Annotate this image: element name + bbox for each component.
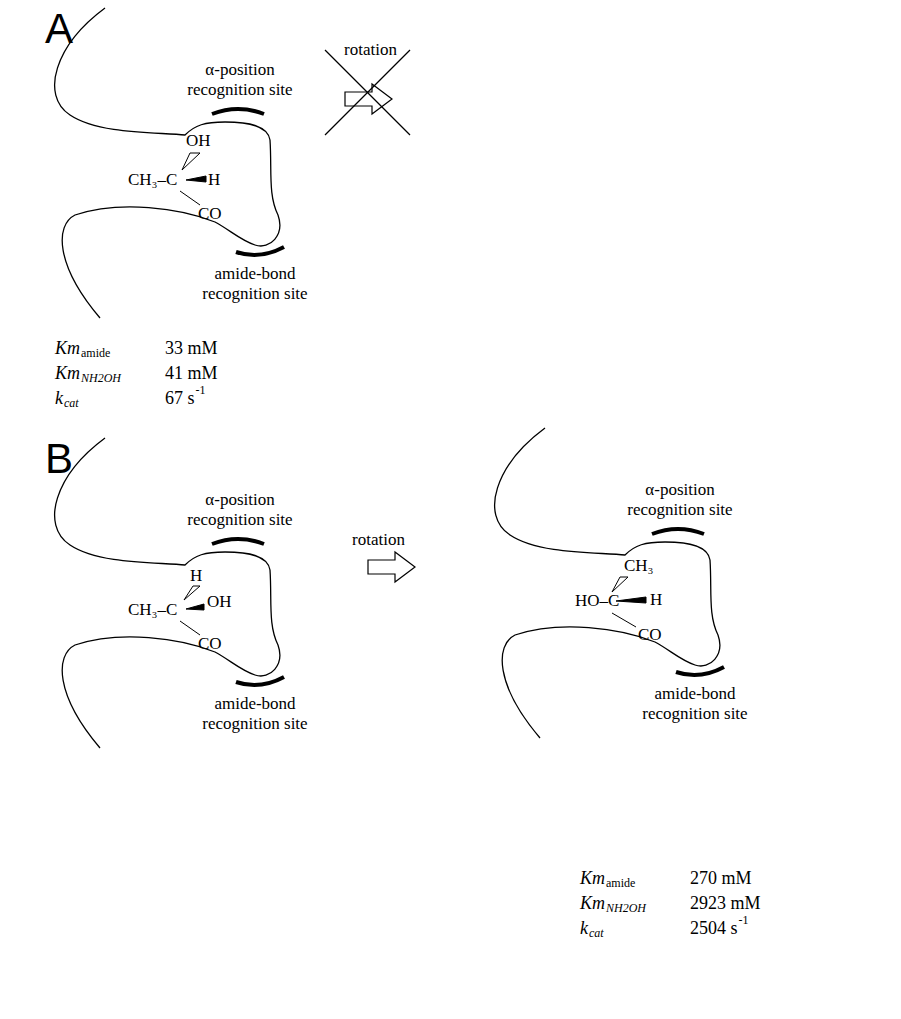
kinetic-superscript: -1 <box>196 384 206 398</box>
site-label: amide-bond recognition site <box>180 264 330 303</box>
kinetic-subscript: cat <box>589 927 604 941</box>
kinetic-superscript: -1 <box>739 914 749 928</box>
site-label: α-position recognition site <box>615 480 745 519</box>
rotation-arrow <box>368 552 415 582</box>
kinetic-symbol: Km <box>580 868 605 889</box>
kinetic-symbol: Km <box>580 893 605 914</box>
group-label: CH₃–C <box>128 170 177 190</box>
kinetic-subscript: NH2OH <box>81 372 121 386</box>
kinetic-symbol: Km <box>55 363 80 384</box>
kinetic-subscript: cat <box>64 397 79 411</box>
site-label: α-position recognition site <box>175 60 305 99</box>
group-label: CO <box>198 634 222 654</box>
group-label: OH <box>186 131 211 151</box>
atom-label: H <box>650 590 662 610</box>
site-label: amide-bond recognition site <box>620 684 770 723</box>
group-label: OH <box>207 592 232 612</box>
kinetic-symbol: k <box>55 388 63 409</box>
group-label: CH₃ <box>624 556 654 576</box>
kinetic-value: 270 mM <box>690 868 752 889</box>
kinetic-value: 2504 s <box>690 918 738 939</box>
group-label: CO <box>198 204 222 224</box>
arrow-label: rotation <box>352 530 405 550</box>
kinetic-subscript: amide <box>606 877 635 891</box>
site-label: amide-bond recognition site <box>180 694 330 733</box>
panel-letter: A <box>45 8 73 50</box>
group-label: HO–C <box>575 591 619 611</box>
stereo-bonds <box>180 153 206 205</box>
kinetic-value: 33 mM <box>165 338 218 359</box>
cross-out <box>325 50 410 135</box>
group-label: CH₃–C <box>128 600 177 620</box>
kinetic-symbol: k <box>580 918 588 939</box>
atom-label: H <box>208 170 220 190</box>
kinetic-value: 67 s <box>165 388 195 409</box>
kinetic-value: 2923 mM <box>690 893 761 914</box>
group-label: CO <box>638 625 662 645</box>
stereo-bonds <box>180 586 204 635</box>
site-label: α-position recognition site <box>175 490 305 529</box>
atom-label: H <box>190 566 202 586</box>
arrow-label: rotation <box>342 40 399 60</box>
panel-letter: B <box>45 438 73 480</box>
kinetic-symbol: Km <box>55 338 80 359</box>
kinetic-value: 41 mM <box>165 363 218 384</box>
kinetic-subscript: NH2OH <box>606 902 646 916</box>
kinetic-subscript: amide <box>81 347 110 361</box>
